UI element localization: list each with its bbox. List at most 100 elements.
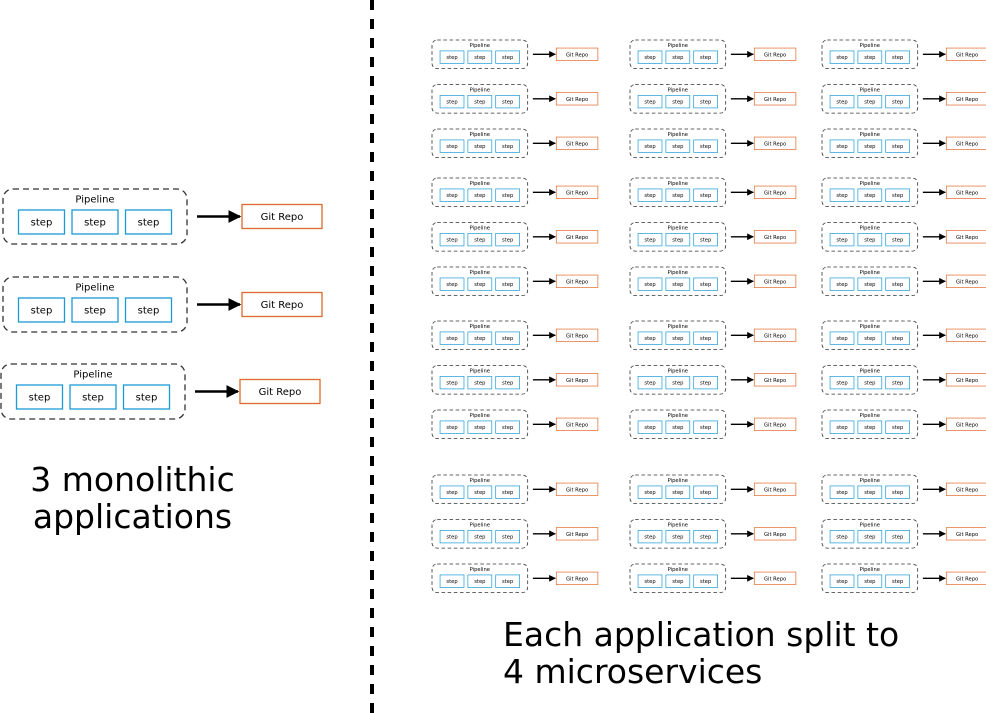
micro-c1-g2-r3-step-box-1 bbox=[439, 277, 465, 291]
micro-c2-g2-r3-step-2: step bbox=[672, 282, 684, 288]
micro-c1-g3-r2-container bbox=[431, 365, 529, 395]
micro-c3-g3-r3-step-box-2 bbox=[857, 420, 883, 434]
micro-c1-g2-r1-step-3: step bbox=[502, 193, 514, 199]
micro-c2-g4-r2-step-2: step bbox=[672, 535, 684, 541]
micro-c3-g1-r3-repo-box bbox=[945, 136, 986, 150]
micro-c2-g2-r1-step-3: step bbox=[700, 193, 712, 199]
micro-c2-g2-r2-step-box-1 bbox=[637, 233, 663, 247]
micro-c2-g3-r3-repo-label: Git Repo bbox=[764, 422, 786, 428]
micro-c2-g4-r3-step-box-1 bbox=[637, 574, 663, 588]
micro-c1-g4-r3-step-1: step bbox=[446, 579, 458, 585]
micro-c1-g4-r3-step-box-1 bbox=[439, 574, 465, 588]
micro-c3-g2-r2-step-box-1 bbox=[829, 233, 855, 247]
micro-c3-g4-r3-title: Pipeline bbox=[860, 567, 880, 573]
micro-c3-g4-r1-step-2: step bbox=[864, 490, 876, 496]
micro-c1-g4-r3-step-2: step bbox=[474, 579, 486, 585]
micro-c1-g3-r2-title: Pipeline bbox=[470, 368, 490, 374]
micro-c1-g2-r1-repo-label: Git Repo bbox=[566, 190, 588, 196]
micro-c1-g3-r2-step-1: step bbox=[446, 381, 458, 387]
micro-c2-g2-r3-step-1: step bbox=[644, 282, 656, 288]
micro-c3-g1-r1-step-box-2 bbox=[857, 50, 883, 64]
micro-c2-g1-r2-container bbox=[629, 84, 727, 114]
micro-c2-g3-r3-step-box-3 bbox=[693, 420, 718, 434]
micro-c2-g2-r2-step-box-2 bbox=[665, 233, 691, 247]
micro-c1-g4-r3-step-3: step bbox=[502, 579, 514, 585]
micro-c1-g3-r3-step-3: step bbox=[502, 425, 514, 431]
micro-c1-g2-r1-repo-box bbox=[555, 185, 599, 199]
micro-c1-g1-r2-step-box-1 bbox=[439, 95, 465, 109]
microservices-caption-line2: 4 microservices bbox=[503, 651, 763, 691]
micro-c3-g3-r3-repo-label: Git Repo bbox=[956, 422, 978, 428]
micro-c1-g4-r2-step-box-3 bbox=[495, 530, 520, 544]
micro-c1-g1-r2-step-2: step bbox=[474, 100, 486, 106]
micro-c2-g1-r1-step-3: step bbox=[700, 55, 712, 61]
micro-c1-g2-r1-step-box-3 bbox=[495, 188, 520, 202]
micro-c2-g1-r3-step-3: step bbox=[700, 144, 712, 150]
micro-c3-g2-r2-title: Pipeline bbox=[860, 225, 880, 231]
micro-c1-g3-r1-step-box-2 bbox=[467, 331, 493, 345]
micro-c1-g4-r1-title: Pipeline bbox=[470, 478, 490, 484]
micro-c3-g4-r1-step-3: step bbox=[892, 490, 904, 496]
micro-c3-g3-r1-step-box-1 bbox=[829, 331, 855, 345]
micro-c2-g2-r2-step-2: step bbox=[672, 238, 684, 244]
micro-c2-g1-r2-step-2: step bbox=[672, 100, 684, 106]
micro-c2-g2-r2-repo-label: Git Repo bbox=[764, 235, 786, 241]
micro-c2-g2-r3-step-box-1 bbox=[637, 277, 663, 291]
micro-c3-g3-r3-container bbox=[821, 409, 919, 440]
micro-c3-g2-r1-repo-box bbox=[945, 185, 986, 199]
micro-c2-g1-r2-repo-box bbox=[753, 92, 797, 106]
micro-c3-g2-r2-repo-box bbox=[945, 230, 986, 244]
monolith-1-repo-label: Git Repo bbox=[261, 212, 304, 223]
monolith-3-step-1: step bbox=[29, 393, 51, 404]
micro-c2-g3-r3-container bbox=[629, 409, 727, 440]
micro-c1-g1-r1-step-box-1 bbox=[439, 50, 465, 64]
micro-c2-g4-r2-repo-box bbox=[753, 527, 797, 541]
micro-c3-g4-r1-title: Pipeline bbox=[860, 478, 880, 484]
micro-c2-g4-r2-step-box-3 bbox=[693, 530, 718, 544]
micro-c2-g1-r2-step-1: step bbox=[644, 100, 656, 106]
micro-c3-g4-r1-repo-box bbox=[945, 482, 986, 496]
micro-c1-g4-r2-container bbox=[431, 519, 529, 549]
micro-c2-g1-r3-step-1: step bbox=[644, 144, 656, 150]
micro-c3-g1-r1-title: Pipeline bbox=[860, 43, 880, 49]
micro-c3-g2-r2-step-box-2 bbox=[857, 233, 883, 247]
monolith-3-step-box-2 bbox=[69, 384, 117, 410]
micro-c3-g1-r3-step-box-2 bbox=[857, 139, 883, 153]
micro-c3-g2-r2-step-3: step bbox=[892, 238, 904, 244]
micro-c2-g3-r3-step-2: step bbox=[672, 425, 684, 431]
micro-c2-g3-r1-step-3: step bbox=[700, 336, 712, 342]
micro-c1-g2-r3-title: Pipeline bbox=[470, 270, 490, 276]
micro-c2-g2-r3-repo-label: Git Repo bbox=[764, 279, 786, 285]
micro-c3-g1-r1-step-box-3 bbox=[885, 50, 910, 64]
micro-c1-g3-r2-step-box-2 bbox=[467, 376, 493, 390]
micro-c2-g2-r1-repo-box bbox=[753, 185, 797, 199]
micro-c2-g3-r2-title: Pipeline bbox=[668, 368, 688, 374]
micro-c1-g4-r3-step-box-3 bbox=[495, 574, 520, 588]
micro-c3-g1-r1-repo-box bbox=[945, 47, 986, 61]
micro-c3-g3-r1-repo-box bbox=[945, 328, 986, 342]
micro-c1-g4-r2-step-box-2 bbox=[467, 530, 493, 544]
micro-c3-g3-r2-step-3: step bbox=[892, 381, 904, 387]
micro-c1-g2-r1-step-2: step bbox=[474, 193, 486, 199]
micro-c3-g3-r3-step-1: step bbox=[836, 425, 848, 431]
micro-c2-g3-r2-step-2: step bbox=[672, 381, 684, 387]
micro-c3-g1-r1-step-3: step bbox=[892, 55, 904, 61]
micro-c1-g4-r1-repo-box bbox=[555, 482, 599, 496]
micro-c2-g4-r1-step-box-2 bbox=[665, 485, 691, 499]
micro-c1-g1-r2-step-3: step bbox=[502, 100, 514, 106]
micro-c3-g2-r1-container bbox=[821, 177, 919, 208]
micro-c1-g1-r1-step-box-2 bbox=[467, 50, 493, 64]
micro-c2-g2-r2-step-1: step bbox=[644, 238, 656, 244]
micro-c2-g1-r3-container bbox=[629, 128, 727, 159]
micro-c1-g1-r3-repo-box bbox=[555, 136, 599, 150]
